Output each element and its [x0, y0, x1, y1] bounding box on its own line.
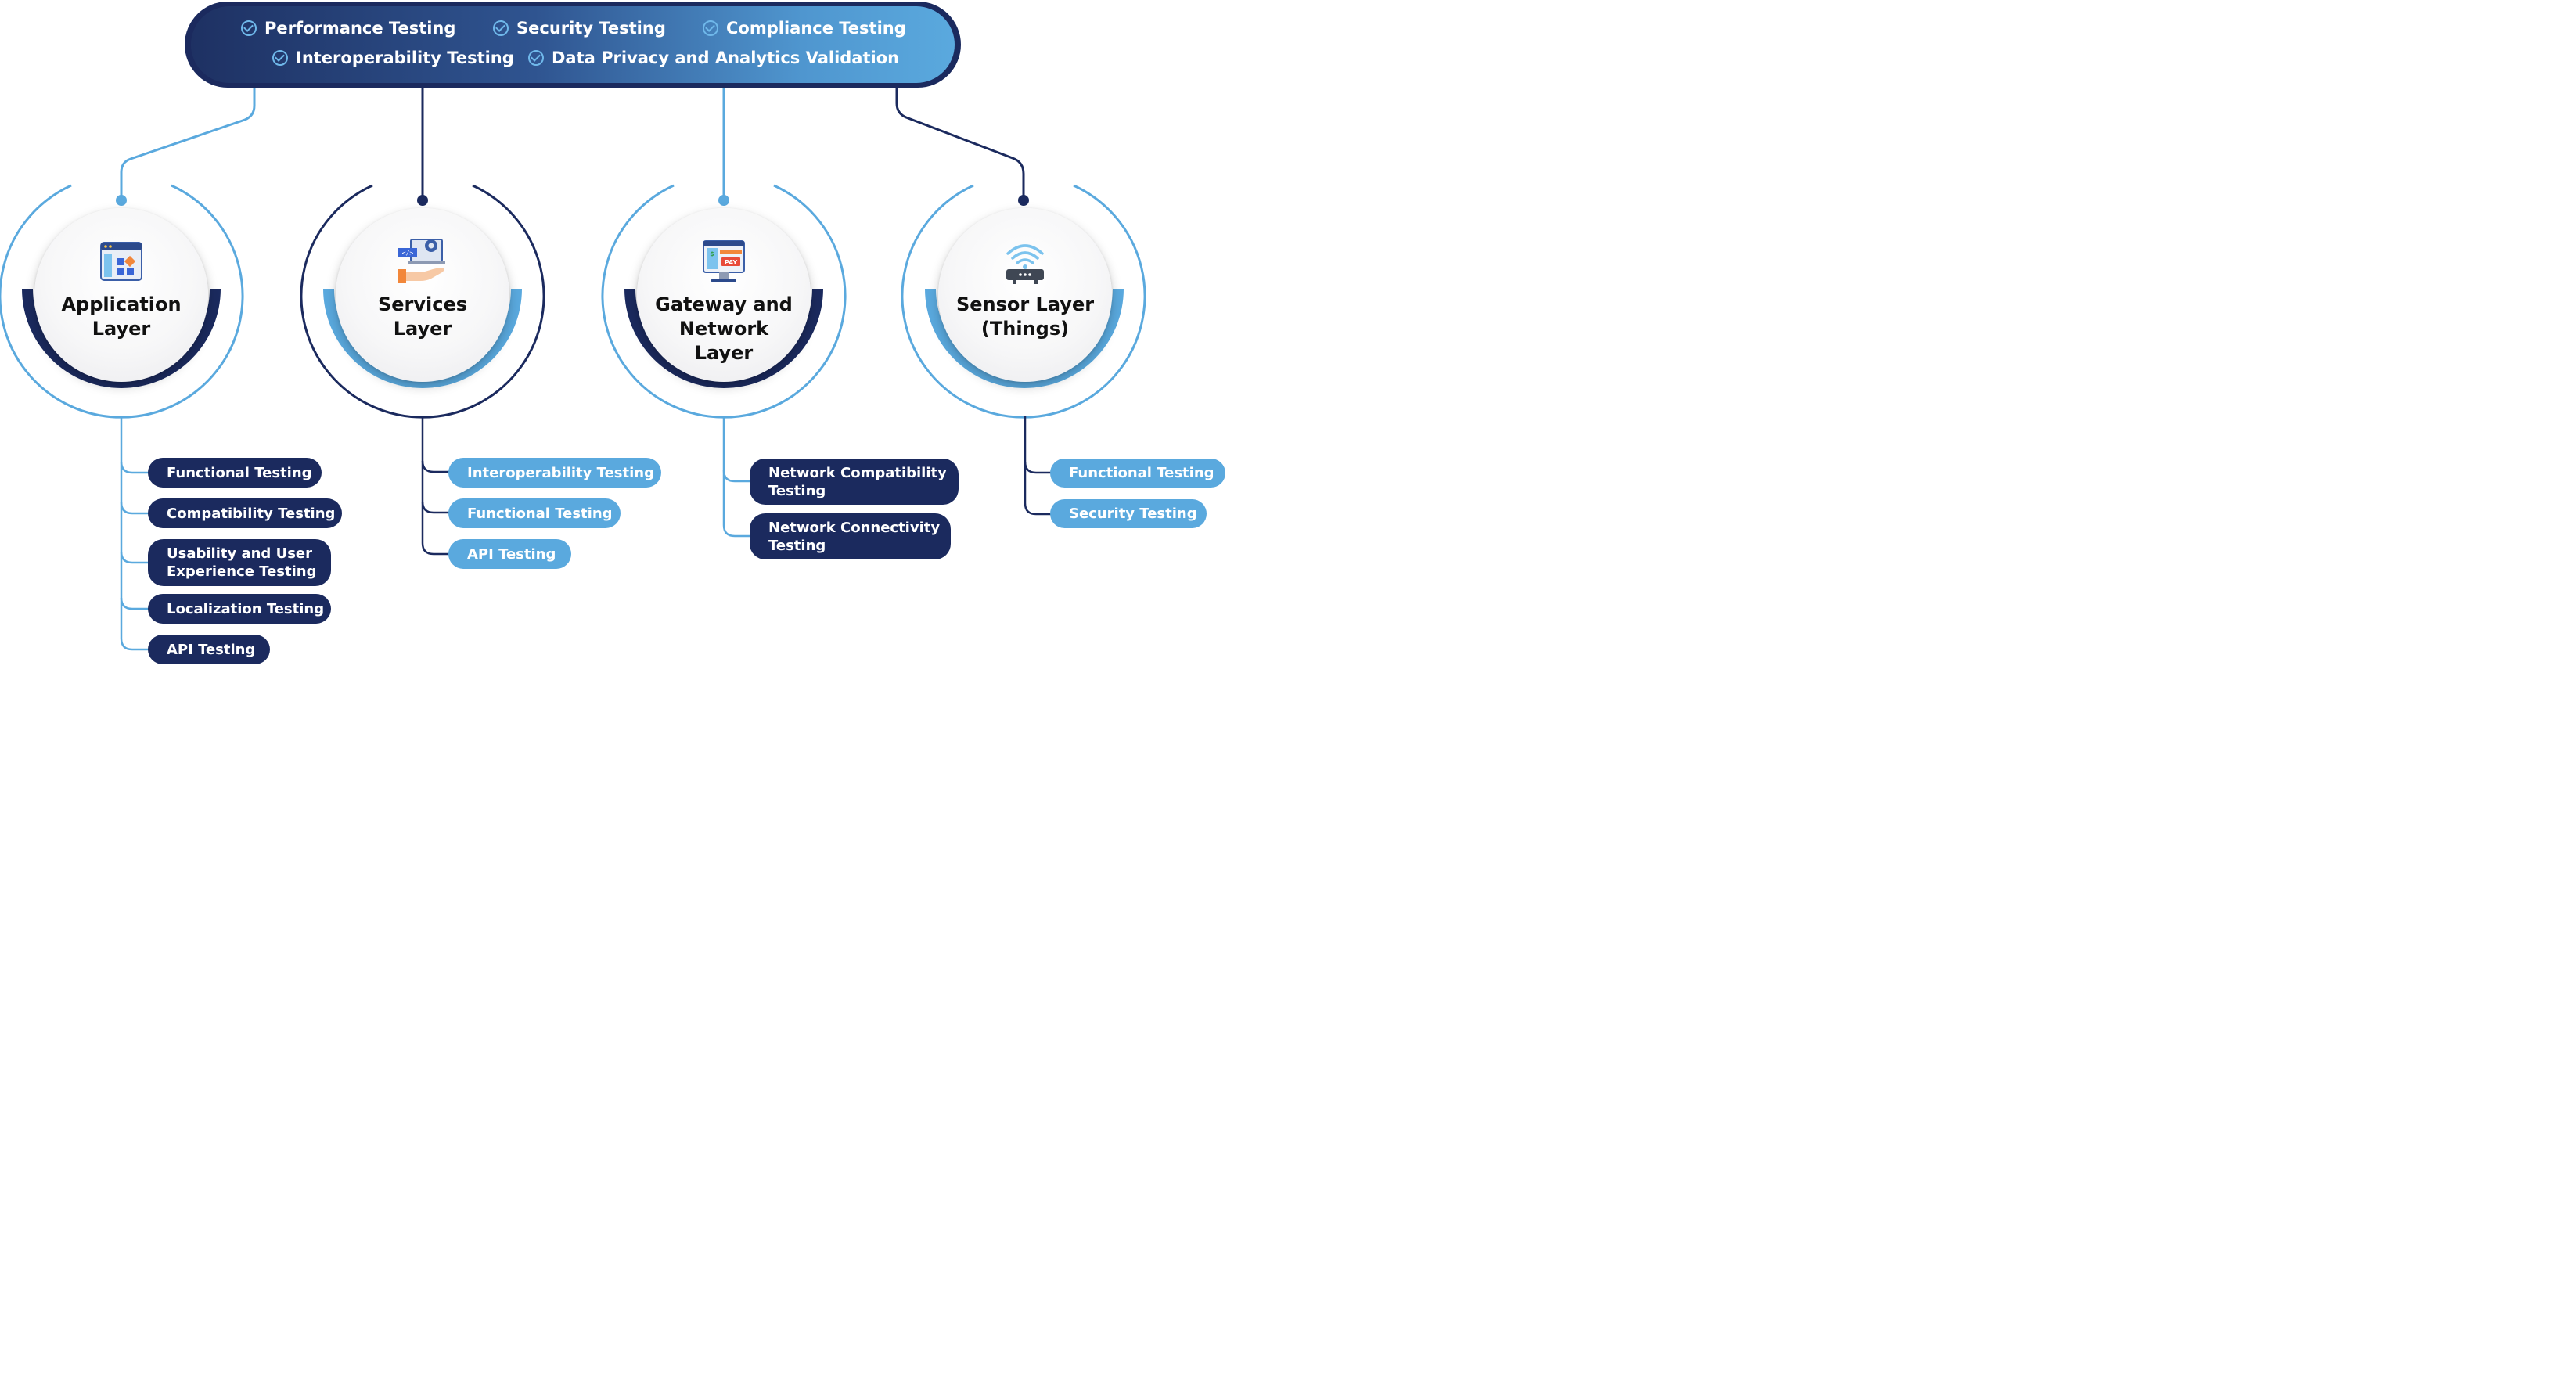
node-title: Services Layer — [377, 293, 468, 340]
pill-sensor-functional: Functional Testing — [1050, 459, 1225, 488]
banner-item-label: Performance Testing — [264, 19, 456, 38]
pay-label: PAY — [725, 259, 738, 266]
node-title: Application Layer — [61, 293, 182, 340]
pill-application-compatibility: Compatibility Testing — [148, 498, 342, 528]
pill-services-functional: Functional Testing — [448, 498, 621, 528]
connector-dot-services — [417, 195, 428, 206]
banner-item-security: Security Testing — [493, 19, 666, 38]
banner-item-label: Data Privacy and Analytics Validation — [552, 49, 900, 67]
pill-services-interoperability: Interoperability Testing — [448, 458, 661, 488]
pill-gateway-network-compatibility: Network Compatibility Testing — [750, 459, 959, 505]
node-title: Gateway and Network Layer — [655, 293, 793, 364]
connector-dot-gateway — [718, 195, 729, 206]
check-circle-icon — [493, 20, 509, 36]
pill-application-usability: Usability and User Experience Testing — [148, 539, 331, 586]
check-circle-icon — [272, 50, 288, 66]
connector-dot-application — [116, 195, 127, 206]
check-circle-icon — [528, 50, 544, 66]
payment-monitor-icon: $ PAY — [703, 240, 745, 282]
pill-gateway-network-connectivity: Network Connectivity Testing — [750, 513, 951, 559]
dollar-sign: $ — [710, 250, 714, 257]
wifi-router-icon — [1006, 244, 1044, 284]
pill-services-api: API Testing — [448, 539, 571, 569]
node-title: Sensor Layer (Things) — [955, 293, 1095, 340]
banner-inner — [191, 6, 955, 83]
tree-application — [120, 416, 149, 651]
outer-ring-sensor — [901, 184, 1146, 419]
tree-gateway — [722, 416, 751, 538]
connector-application — [120, 88, 256, 200]
pill-application-functional: Functional Testing — [148, 458, 322, 488]
banner-item-compliance: Compliance Testing — [703, 19, 906, 38]
check-circle-icon — [703, 20, 718, 36]
banner-item-label: Security Testing — [516, 19, 666, 38]
testing-types-banner — [185, 2, 961, 88]
check-circle-icon — [241, 20, 257, 36]
iot-testing-diagram: Performance Testing Security Testing Com… — [0, 0, 1227, 665]
app-window-icon — [100, 242, 142, 281]
node-application-layer: Application Layer — [34, 208, 208, 382]
banner-item-performance: Performance Testing — [241, 19, 455, 38]
pill-application-api: API Testing — [148, 635, 270, 664]
banner-item-label: Interoperability Testing — [296, 49, 514, 67]
banner-item-data-privacy: Data Privacy and Analytics Validation — [528, 49, 899, 67]
connector-sensor — [895, 88, 1025, 200]
banner-item-label: Compliance Testing — [726, 19, 906, 38]
connector-dot-sensor — [1018, 195, 1029, 206]
tree-services — [421, 416, 449, 556]
node-gateway-network-layer: $ PAY Gateway and Network Layer — [637, 208, 811, 382]
pill-sensor-security: Security Testing — [1050, 499, 1207, 528]
tree-sensor — [1024, 416, 1052, 516]
pill-application-localization: Localization Testing — [148, 594, 331, 624]
node-sensor-layer: Sensor Layer (Things) — [938, 208, 1112, 382]
code-tag: </> — [402, 250, 414, 257]
banner-item-interoperability: Interoperability Testing — [272, 49, 514, 67]
node-services-layer: </> Services Layer — [336, 208, 509, 382]
code-gear-hand-icon: </> — [398, 239, 445, 283]
